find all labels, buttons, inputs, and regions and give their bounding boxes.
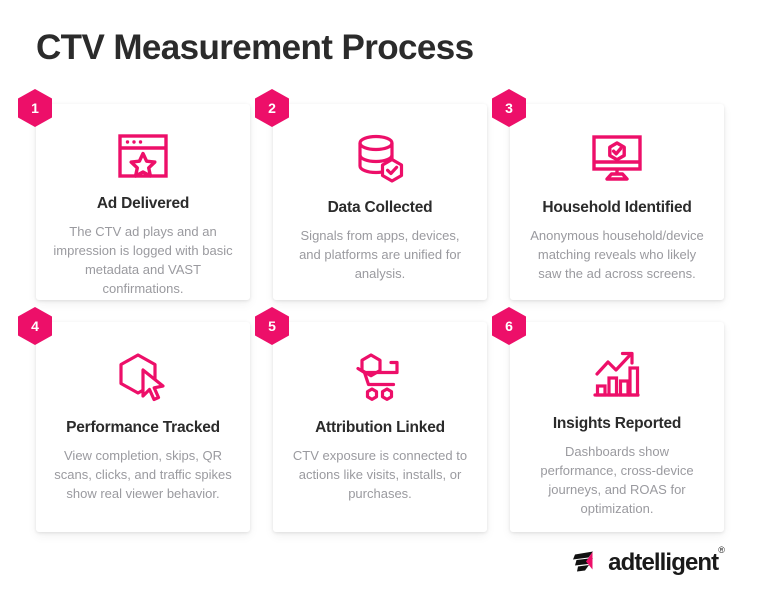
step-body-5: CTV exposure is connected to actions lik…: [292, 448, 468, 502]
step-card-3[interactable]: 3 Household Identified Anonymous househo…: [492, 89, 724, 300]
brand-footer[interactable]: adtelligent®: [573, 546, 725, 576]
step-title-6: Insights Reported: [552, 415, 682, 432]
shopping-cart-hexagon-icon: [350, 348, 410, 406]
monitor-shield-check-icon: [587, 130, 647, 186]
step-body-2: Signals from apps, devices, and platform…: [299, 228, 461, 282]
step-number-badge-6: 6: [492, 307, 526, 345]
step-title-4: Performance Tracked: [66, 419, 220, 436]
step-body-4: View completion, skips, QR scans, clicks…: [54, 448, 232, 502]
step-number-1: 1: [31, 100, 39, 116]
step-card-6[interactable]: 6 Insights Reported Dashboards show perf…: [492, 307, 724, 532]
step-number-3: 3: [505, 100, 513, 116]
step-number-badge-3: 3: [492, 89, 526, 127]
step-card-1[interactable]: 1 Ad Delivered The CTV ad plays and an i…: [18, 89, 250, 300]
brand-name-text: adtelligent: [608, 549, 719, 576]
step-number-4: 4: [31, 318, 39, 334]
step-title-3: Household Identified: [542, 199, 692, 217]
step-body-1: The CTV ad plays and an impression is lo…: [53, 224, 233, 296]
step-body-6: Dashboards show performance, cross-devic…: [540, 444, 694, 516]
step-number-badge-5: 5: [255, 307, 289, 345]
bar-chart-trend-up-icon: [588, 348, 646, 402]
step-number-badge-4: 4: [18, 307, 52, 345]
step-title-2: Data Collected: [327, 199, 433, 217]
registered-trademark-icon: ®: [718, 545, 725, 555]
step-number-badge-2: 2: [255, 89, 289, 127]
step-number-2: 2: [268, 100, 276, 116]
step-card-4[interactable]: 4 Performance Tracked View completion, s…: [18, 307, 250, 532]
page-title: CTV Measurement Process: [36, 28, 474, 67]
browser-star-icon: [114, 130, 172, 182]
steps-grid: 1 Ad Delivered The CTV ad plays and an i…: [18, 89, 724, 532]
step-title-5: Attribution Linked: [315, 419, 445, 436]
step-body-3: Anonymous household/device matching reve…: [530, 228, 704, 282]
database-check-icon: [351, 130, 409, 186]
brand-wordmark: adtelligent®: [608, 546, 725, 576]
step-title-1: Ad Delivered: [96, 195, 190, 212]
hexagon-cursor-icon: [113, 348, 173, 406]
step-card-2[interactable]: 2 Data Collected Signals from apps, devi…: [255, 89, 487, 300]
step-number-5: 5: [268, 318, 276, 334]
step-card-5[interactable]: 5 Attribution Linked CTV exposure is con…: [255, 307, 487, 532]
step-number-6: 6: [505, 318, 513, 334]
step-number-badge-1: 1: [18, 89, 52, 127]
adtelligent-arrow-mark-icon: [573, 549, 603, 575]
